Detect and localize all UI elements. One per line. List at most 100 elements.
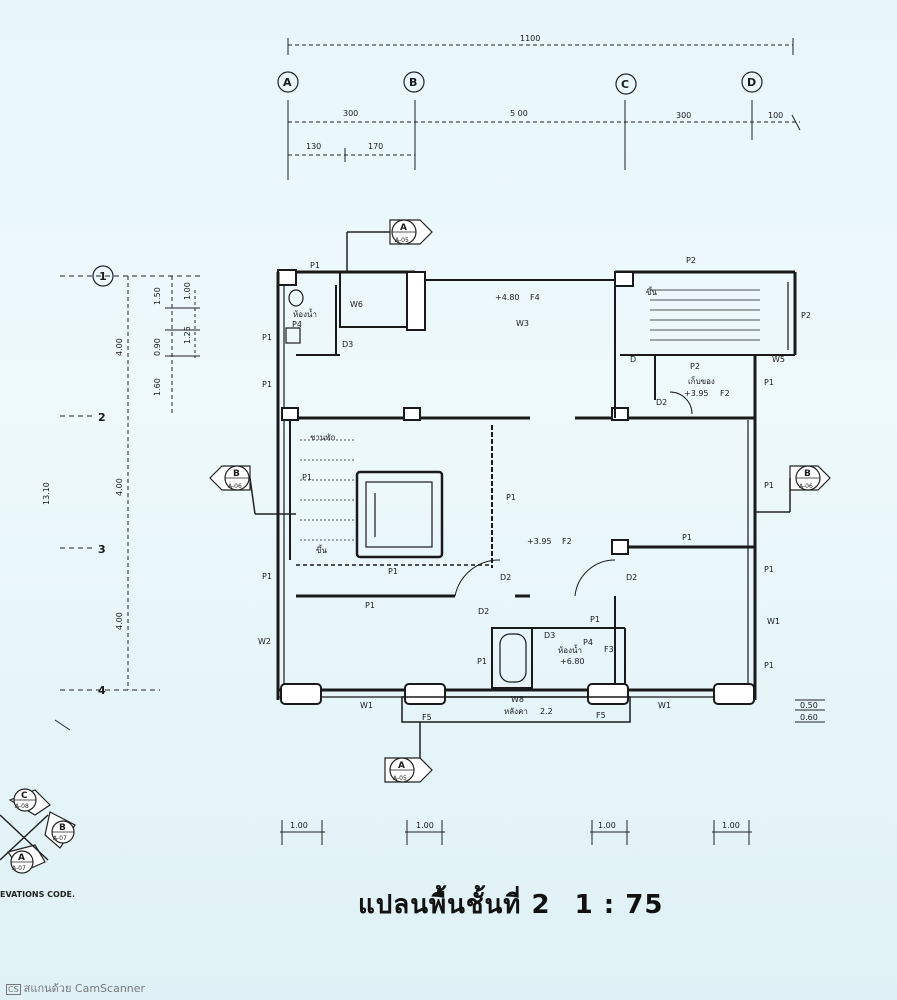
dim-span-d-edge: 100 bbox=[768, 111, 783, 120]
grid-row-3: 3 bbox=[98, 543, 106, 556]
tag-d2-c: D2 bbox=[626, 573, 637, 582]
tag-p1-g: P1 bbox=[262, 572, 272, 581]
tag-p1-i: P1 bbox=[682, 533, 692, 542]
dim-left-sub-160: 1.60 bbox=[153, 378, 162, 396]
dim-left-span-2: 4.00 bbox=[115, 478, 124, 496]
tag-d2-b: D2 bbox=[500, 573, 511, 582]
room-storage: เก็บของ bbox=[688, 376, 715, 386]
tag-p1-b: P1 bbox=[262, 333, 272, 342]
stair-up-right: ขึ้น bbox=[646, 286, 657, 297]
elev-a-letter: A bbox=[18, 853, 25, 863]
tag-f5-b: F5 bbox=[596, 711, 606, 720]
tag-d2-d: D2 bbox=[478, 607, 489, 616]
level-storage: +3.95 bbox=[684, 389, 709, 398]
dim-bottom-2: 1.00 bbox=[416, 821, 434, 830]
dim-overall-left: 13.10 bbox=[42, 482, 51, 505]
dim-bottom-3: 1.00 bbox=[598, 821, 616, 830]
grid-col-d: D bbox=[747, 76, 756, 89]
tag-f3: F3 bbox=[604, 645, 614, 654]
dim-left-span-1: 4.00 bbox=[115, 338, 124, 356]
tag-p1-e: P1 bbox=[506, 493, 516, 502]
tag-p1-m: P1 bbox=[764, 661, 774, 670]
tag-d2-a: D2 bbox=[656, 398, 667, 407]
tag-w6: W6 bbox=[350, 300, 363, 309]
dim-span-bc: 5 00 bbox=[510, 109, 528, 118]
camscanner-icon: CS bbox=[6, 984, 21, 995]
grid-row-4: 4 bbox=[98, 684, 106, 697]
level-bath: +6.80 bbox=[560, 657, 585, 666]
dim-overall-top: 1100 bbox=[520, 34, 540, 43]
section-marker-b-left: B A-06 bbox=[209, 465, 296, 515]
room-bath-bottom: ห้องน้ำ bbox=[558, 644, 582, 655]
dim-right-060: 0.60 bbox=[800, 713, 818, 722]
elevations-code-label: EVATIONS CODE. bbox=[0, 890, 75, 899]
tag-d3-a: D3 bbox=[342, 340, 353, 349]
elevation-code-symbol bbox=[0, 788, 76, 874]
tag-p1-l: P1 bbox=[764, 565, 774, 574]
tag-w2: W2 bbox=[258, 637, 271, 646]
tag-p1-j: P1 bbox=[764, 378, 774, 387]
room-bath-top: ห้องน้ำ bbox=[293, 308, 317, 319]
elev-c-sheet: A-08 bbox=[15, 803, 29, 810]
dim-right-050: 0.50 bbox=[800, 701, 818, 710]
dim-bottom-1: 1.00 bbox=[290, 821, 308, 830]
dim-left-sub-100: 1.00 bbox=[183, 282, 192, 300]
elev-c-letter: C bbox=[21, 791, 28, 801]
tag-w1-bottom-left: W1 bbox=[360, 701, 373, 710]
grid-col-a: A bbox=[283, 76, 292, 89]
grid-column-markers bbox=[277, 71, 763, 95]
section-b-left-sheet: A-06 bbox=[228, 483, 242, 490]
section-a-top-letter: A bbox=[400, 223, 407, 233]
tag-f5-a: F5 bbox=[422, 713, 432, 722]
bottom-dimensions bbox=[280, 699, 825, 845]
grid-row-markers bbox=[92, 265, 114, 287]
room-labels: ห้องน้ำ ห้องน้ำ เก็บของ หลังคา 2.2 +4.80… bbox=[258, 256, 811, 722]
section-marker-b-right: B A-06 bbox=[755, 465, 831, 513]
building-walls bbox=[276, 269, 797, 723]
tag-p1-h: P1 bbox=[365, 601, 375, 610]
dim-span-ab: 300 bbox=[343, 109, 358, 118]
top-dimensions bbox=[287, 38, 801, 180]
plan-title-main: แปลนพื้นชั้นที่ 2 bbox=[358, 890, 551, 920]
plan-title-scale: 1 : 75 bbox=[574, 890, 664, 920]
dim-left-sub-125: 1.25 bbox=[183, 326, 192, 344]
tag-w8: W8 bbox=[511, 695, 524, 704]
dim-left-span-3: 4.00 bbox=[115, 612, 124, 630]
tag-p1-f: P1 bbox=[388, 567, 398, 576]
tag-p1-c: P1 bbox=[262, 380, 272, 389]
room-roof-note: 2.2 bbox=[540, 707, 553, 716]
dim-left-sub-090: 0.90 bbox=[153, 338, 162, 356]
tag-p1-k: P1 bbox=[764, 481, 774, 490]
section-b-left-letter: B bbox=[233, 469, 240, 479]
stair-landing-note: ชานพัก bbox=[310, 433, 336, 442]
dim-sub-170: 170 bbox=[368, 142, 383, 151]
section-a-top-sheet: A-05 bbox=[395, 237, 409, 244]
level-center: +3.95 bbox=[527, 537, 552, 546]
elev-b-sheet: A-07 bbox=[53, 835, 67, 842]
grid-row-1: 1 bbox=[99, 270, 107, 283]
section-marker-a-top: A A-05 bbox=[346, 219, 433, 272]
dim-sub-130: 130 bbox=[306, 142, 321, 151]
tag-w1-right: W1 bbox=[767, 617, 780, 626]
tag-d: D bbox=[630, 355, 636, 364]
plan-title: แปลนพื้นชั้นที่ 2 1 : 75 bbox=[358, 884, 677, 925]
section-b-right-sheet: A-06 bbox=[799, 483, 813, 490]
tag-w1-bottom-right: W1 bbox=[658, 701, 671, 710]
tag-p1-a: P1 bbox=[310, 261, 320, 270]
tag-p1-n: P1 bbox=[477, 657, 487, 666]
room-roof: หลังคา bbox=[504, 707, 528, 716]
section-b-right-letter: B bbox=[804, 469, 811, 479]
tag-f4: F4 bbox=[530, 293, 540, 302]
tag-w5: W5 bbox=[772, 355, 785, 364]
tag-p1-d: P1 bbox=[302, 473, 312, 482]
dim-left-sub-150: 1.50 bbox=[153, 287, 162, 305]
section-a-bottom-sheet: A-05 bbox=[393, 775, 407, 782]
tag-d3-b: D3 bbox=[544, 631, 555, 640]
watermark-text: สแกนด้วย CamScanner bbox=[23, 982, 146, 995]
tag-p4-a: P4 bbox=[292, 320, 302, 329]
tag-p2-c: P2 bbox=[690, 362, 700, 371]
dim-span-cd: 300 bbox=[676, 111, 691, 120]
grid-row-2: 2 bbox=[98, 411, 106, 424]
